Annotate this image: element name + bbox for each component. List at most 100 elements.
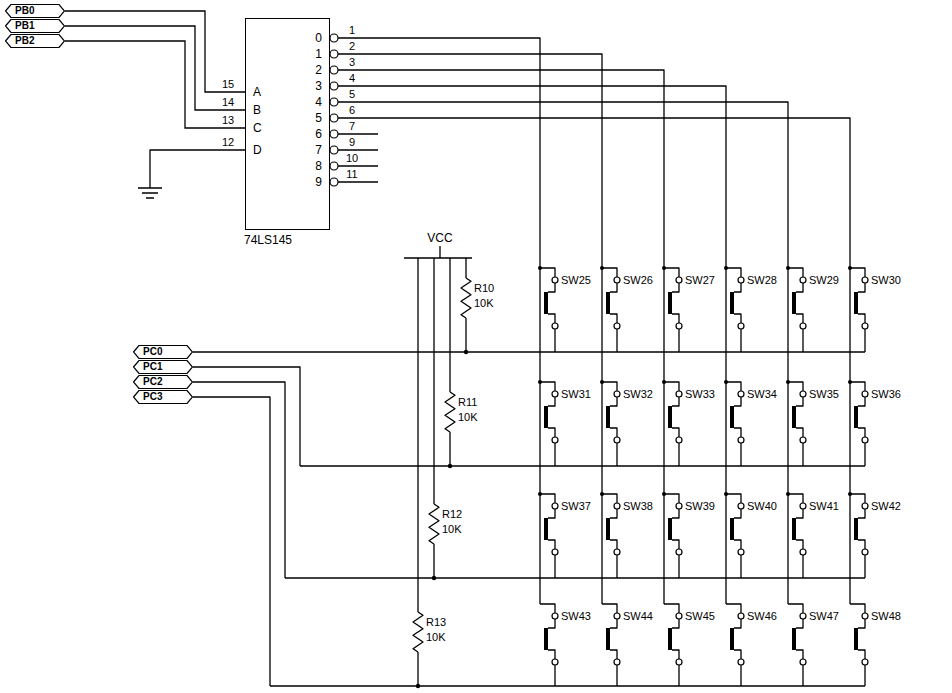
switch-lead bbox=[664, 494, 679, 503]
switch-terminal bbox=[676, 323, 682, 329]
switch-lead bbox=[678, 665, 679, 686]
junction-dot bbox=[848, 492, 852, 496]
port-name: PC0 bbox=[133, 345, 193, 357]
push-button bbox=[854, 628, 858, 650]
switch-lead bbox=[850, 604, 865, 613]
port-connector: PC3 bbox=[133, 390, 193, 404]
pin-name: C bbox=[252, 122, 263, 134]
pin-name: 3 bbox=[314, 80, 323, 92]
push-button bbox=[668, 406, 672, 428]
switch-lead bbox=[678, 443, 679, 466]
switch-terminal bbox=[738, 277, 744, 283]
push-button bbox=[606, 292, 610, 314]
switch-label: SW48 bbox=[870, 611, 902, 622]
pin-number: 12 bbox=[221, 137, 235, 148]
switch-label: SW43 bbox=[560, 611, 592, 622]
switch-lead bbox=[554, 665, 555, 686]
column-wire bbox=[338, 86, 726, 604]
resistor-lead bbox=[433, 258, 434, 504]
switch-terminal bbox=[552, 323, 558, 329]
switch-lead bbox=[664, 604, 679, 613]
switch-lead bbox=[802, 443, 803, 466]
push-button bbox=[730, 628, 734, 650]
switch-lead bbox=[726, 604, 741, 613]
push-button bbox=[792, 292, 796, 314]
switch-lead bbox=[864, 329, 865, 352]
row-wire bbox=[285, 577, 865, 578]
switch-terminal bbox=[738, 437, 744, 443]
junction-dot bbox=[848, 380, 852, 384]
switch-contact bbox=[610, 283, 617, 323]
switch-lead bbox=[740, 443, 741, 466]
switch-lead bbox=[850, 382, 865, 391]
push-button bbox=[544, 628, 548, 650]
switch-terminal bbox=[676, 503, 682, 509]
switch-lead bbox=[678, 329, 679, 352]
switch-contact bbox=[548, 509, 555, 549]
port-name: PB0 bbox=[5, 4, 65, 16]
switch-terminal bbox=[800, 503, 806, 509]
switch-lead bbox=[616, 443, 617, 466]
switch-label: SW44 bbox=[622, 611, 654, 622]
switch-terminal bbox=[800, 549, 806, 555]
switch-terminal bbox=[614, 391, 620, 397]
switch-terminal bbox=[862, 437, 868, 443]
resistor-label: 10K bbox=[457, 412, 479, 423]
pin-number: 11 bbox=[345, 169, 358, 180]
switch-label: SW41 bbox=[808, 501, 840, 512]
connector-outline bbox=[133, 360, 193, 374]
port-wire bbox=[193, 382, 285, 578]
resistor-label: 10K bbox=[425, 632, 447, 643]
switch-terminal bbox=[614, 277, 620, 283]
switch-lead bbox=[554, 443, 555, 466]
switch-lead bbox=[850, 268, 865, 277]
push-button bbox=[792, 518, 796, 540]
push-button bbox=[544, 292, 548, 314]
output-bubble bbox=[330, 114, 338, 122]
pin-number: 10 bbox=[345, 153, 359, 164]
switch-lead bbox=[602, 494, 617, 503]
pin-name: 2 bbox=[314, 64, 323, 76]
input-wire bbox=[65, 11, 245, 92]
row-wire bbox=[193, 351, 865, 352]
switch-label: SW36 bbox=[870, 389, 902, 400]
push-button bbox=[854, 518, 858, 540]
junction-dot bbox=[538, 266, 542, 270]
switch-terminal bbox=[614, 613, 620, 619]
port-name: PC3 bbox=[133, 390, 193, 402]
switch-terminal bbox=[614, 503, 620, 509]
switch-lead bbox=[616, 665, 617, 686]
switch-contact bbox=[672, 619, 679, 659]
switch-lead bbox=[616, 555, 617, 578]
switch-lead bbox=[864, 443, 865, 466]
switch-label: SW28 bbox=[746, 275, 778, 286]
switch-contact bbox=[672, 509, 679, 549]
switch-label: SW35 bbox=[808, 389, 840, 400]
resistor-label: 10K bbox=[473, 298, 495, 309]
pin-name: 0 bbox=[314, 32, 323, 44]
switch-lead bbox=[554, 329, 555, 352]
output-bubble bbox=[330, 146, 338, 154]
switch-terminal bbox=[614, 659, 620, 665]
port-connector: PB1 bbox=[5, 19, 65, 33]
junction-dot bbox=[662, 492, 666, 496]
switch-label: SW33 bbox=[684, 389, 716, 400]
junction-dot bbox=[662, 380, 666, 384]
switch-contact bbox=[858, 397, 865, 437]
junction-dot bbox=[662, 266, 666, 270]
junction-dot bbox=[786, 266, 790, 270]
push-button bbox=[730, 406, 734, 428]
push-button bbox=[668, 628, 672, 650]
switch-contact bbox=[548, 397, 555, 437]
switch-terminal bbox=[552, 659, 558, 665]
switch-terminal bbox=[614, 549, 620, 555]
connector-shape bbox=[6, 35, 65, 48]
switch-contact bbox=[796, 397, 803, 437]
row-wire bbox=[270, 685, 865, 686]
switch-label: SW45 bbox=[684, 611, 716, 622]
switch-lead bbox=[850, 494, 865, 503]
resistor-label: R10 bbox=[473, 283, 495, 294]
switch-lead bbox=[802, 329, 803, 352]
push-button bbox=[606, 518, 610, 540]
resistor-label: 10K bbox=[441, 524, 463, 535]
